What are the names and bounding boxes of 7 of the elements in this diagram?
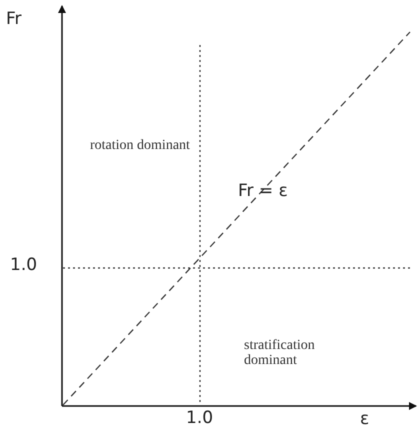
- tick-label: 1.0: [10, 256, 38, 275]
- axis-label: ε: [360, 410, 370, 429]
- line-label: Fr = ε: [238, 182, 288, 201]
- region-label: rotation dominant: [90, 138, 190, 154]
- tick-label: 1.0: [186, 409, 214, 428]
- region-label: stratification dominant: [244, 338, 316, 369]
- axis-label: Fr: [6, 10, 22, 29]
